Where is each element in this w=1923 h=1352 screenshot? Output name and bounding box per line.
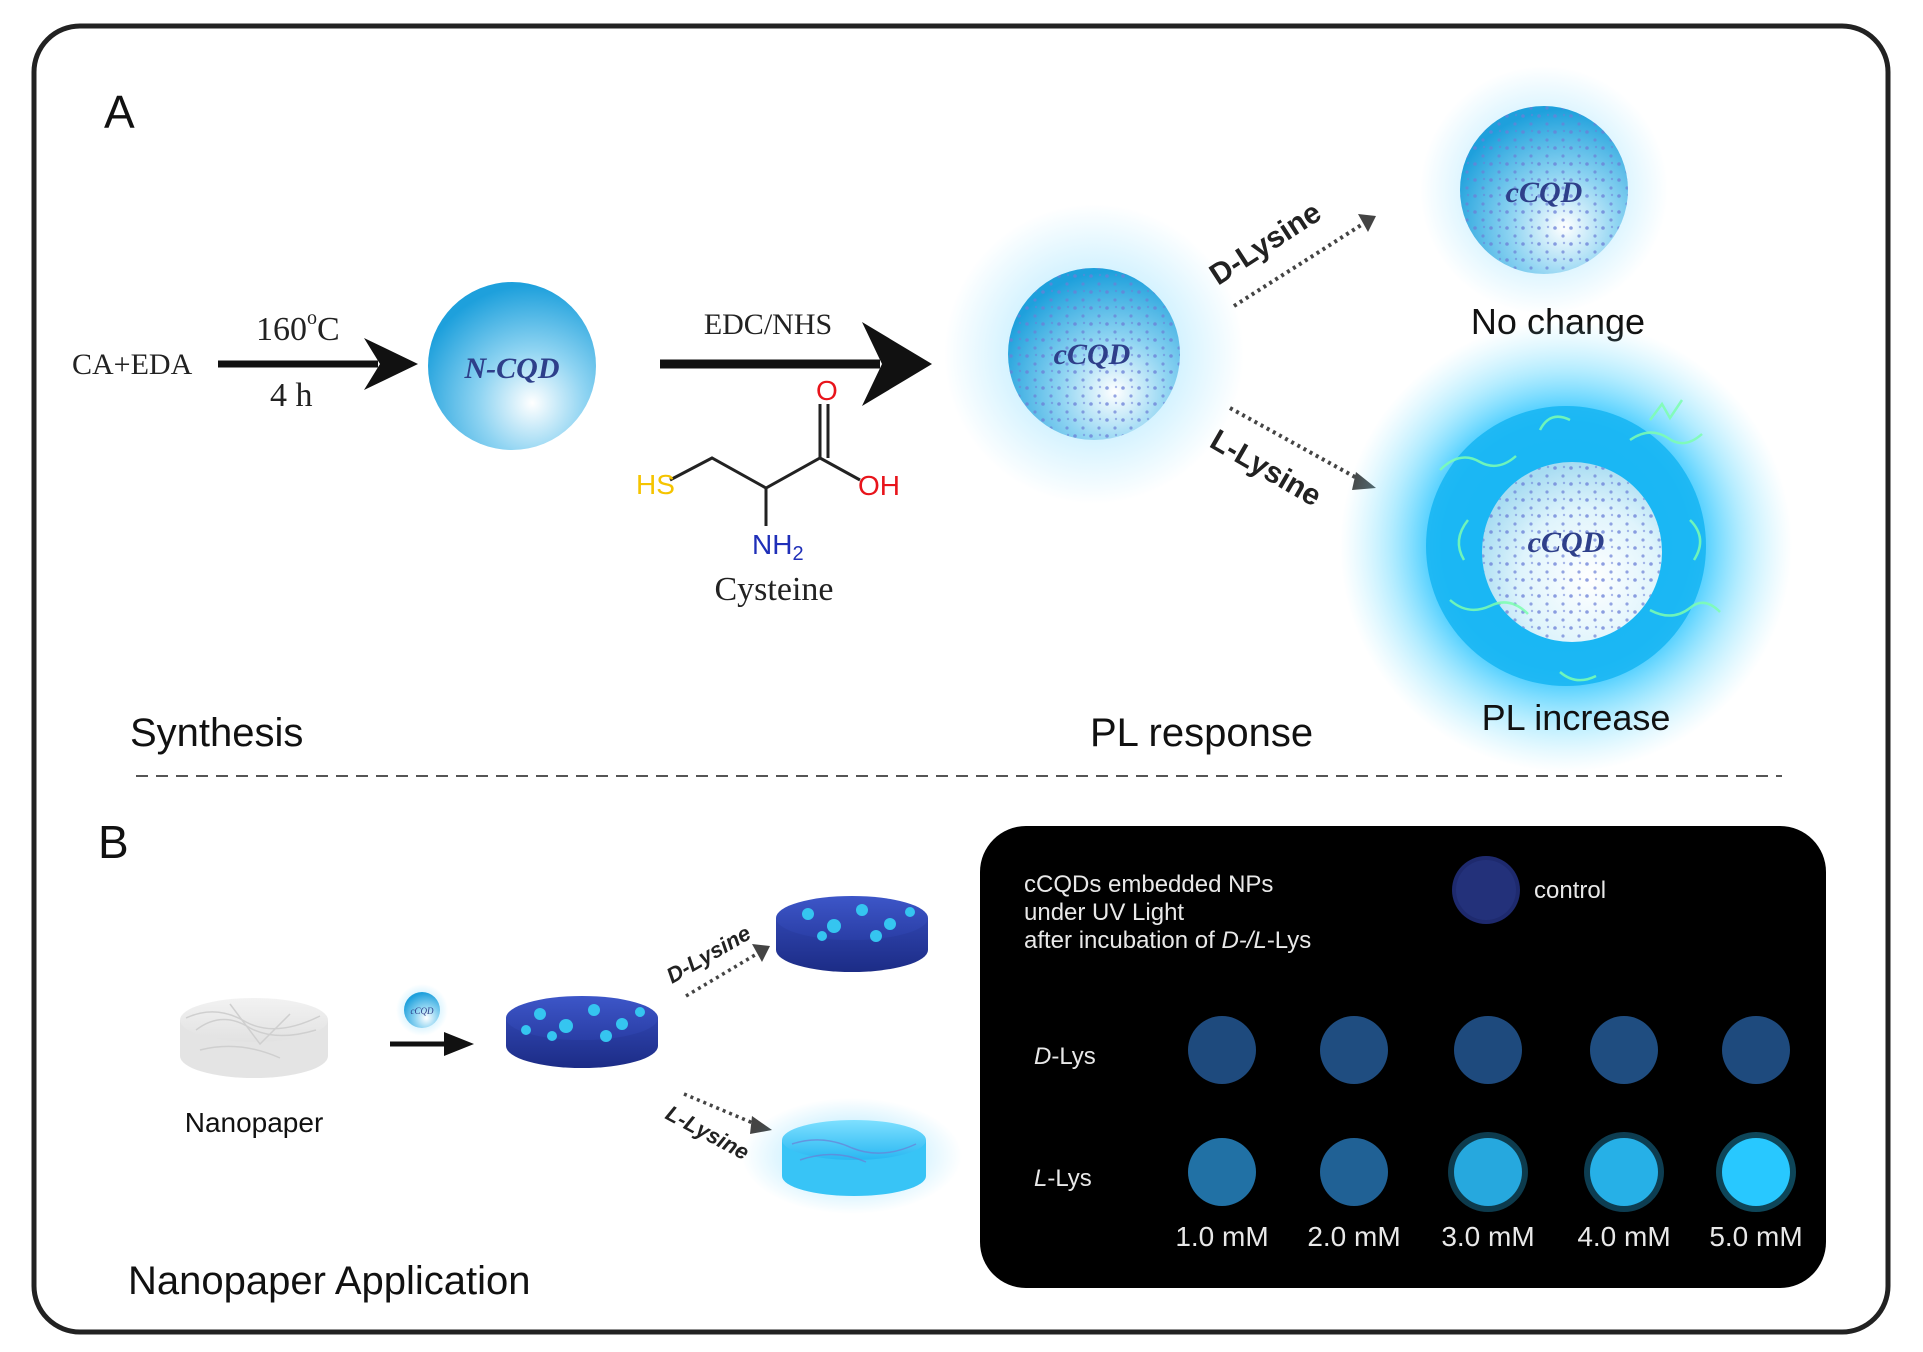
d-lys-samples [1188, 1016, 1790, 1084]
d-lysine-arrow [1232, 214, 1376, 308]
photo-caption-line3: after incubation of D-/L-Lys [1024, 927, 1311, 954]
functionalization-arrow [660, 322, 932, 406]
pl-response-section-label: PL response [1090, 711, 1313, 755]
control-label: control [1534, 877, 1606, 904]
ccqd-particle-no-change: cCQD [1420, 66, 1668, 314]
row-d-lys-label: D-Lys [1034, 1043, 1096, 1070]
concentration-labels: 1.0 mM 2.0 mM 3.0 mM 4.0 mM 5.0 mM [1175, 1221, 1802, 1252]
ncqd-particle: N-CQD [428, 282, 596, 450]
cysteine-oh: OH [858, 470, 900, 501]
small-ccqd-ball: cCQD [396, 984, 448, 1036]
nanopaper-label: Nanopaper [185, 1107, 324, 1138]
embedded-np-disk [506, 996, 658, 1068]
photo-caption-line2: under UV Light [1024, 899, 1184, 926]
l-lys-samples [1188, 1132, 1796, 1212]
d-lys-sample-1 [1188, 1016, 1256, 1084]
l-lys-sample-1 [1188, 1138, 1256, 1206]
cysteine-hs: HS [636, 469, 675, 500]
l-lys-sample-4 [1590, 1138, 1658, 1206]
d-lys-sample-5 [1722, 1016, 1790, 1084]
concentration-label-3: 3.0 mM [1441, 1221, 1534, 1252]
panel-a-letter: A [104, 86, 135, 138]
ncqd-label: N-CQD [464, 352, 560, 385]
nanopaper-application-label: Nanopaper Application [128, 1259, 531, 1303]
l-lys-sample-5 [1722, 1138, 1790, 1206]
uv-photo-panel: cCQDs embedded NPs under UV Light after … [980, 826, 1826, 1288]
edc-nhs-label: EDC/NHS [704, 308, 832, 341]
cysteine-o: O [816, 375, 838, 406]
ccqd-center-label: cCQD [1054, 338, 1131, 371]
concentration-label-4: 4.0 mM [1577, 1221, 1670, 1252]
photo-caption-line1: cCQDs embedded NPs [1024, 871, 1273, 898]
ccqd-particle-center: cCQD [944, 204, 1244, 504]
l-lys-sample-3 [1454, 1138, 1522, 1206]
small-ccqd-label: cCQD [411, 1006, 434, 1016]
d-lys-sample-2 [1320, 1016, 1388, 1084]
lysine-strands [1439, 399, 1721, 682]
reactants-label: CA+EDA [72, 348, 193, 381]
l-lysine-result-disk [742, 1098, 962, 1214]
d-lys-sample-3 [1454, 1016, 1522, 1084]
concentration-label-1: 1.0 mM [1175, 1221, 1268, 1252]
cysteine-name: Cysteine [715, 571, 834, 608]
embedding-arrow [390, 1032, 474, 1056]
time-label: 4 h [270, 377, 313, 414]
cysteine-nh2: NH2 [752, 529, 804, 565]
d-lysine-arrow-b [685, 944, 770, 998]
d-lysine-result-disk [776, 896, 928, 972]
d-lys-sample-4 [1590, 1016, 1658, 1084]
concentration-label-2: 2.0 mM [1307, 1221, 1400, 1252]
l-lys-sample-2 [1320, 1138, 1388, 1206]
pl-increase-label: PL increase [1482, 697, 1671, 738]
concentration-label-5: 5.0 mM [1709, 1221, 1802, 1252]
synthesis-section-label: Synthesis [130, 711, 303, 755]
synthesis-arrow [218, 338, 418, 390]
ccqd-no-change-label: cCQD [1506, 176, 1583, 209]
nanopaper-disk [180, 998, 328, 1078]
ccqd-particle-pl-increase: cCQD [1340, 320, 1792, 772]
cysteine-structure: O OH HS NH2 Cysteine [636, 375, 900, 608]
temperature-label: 160oC [256, 307, 340, 348]
ccqd-pl-increase-label: cCQD [1528, 526, 1605, 559]
row-l-lys-label: L-Lys [1034, 1165, 1092, 1192]
panel-b-letter: B [98, 816, 129, 868]
